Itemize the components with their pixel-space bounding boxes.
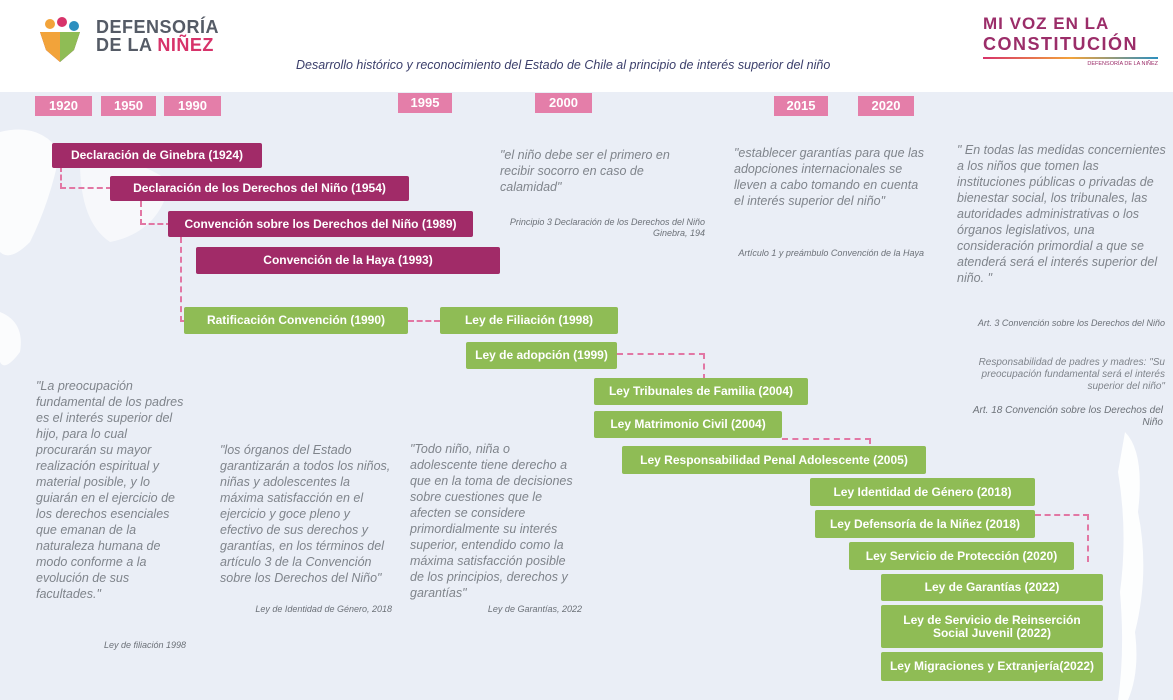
cite-filiacion: Ley de filiación 1998: [103, 640, 186, 650]
quote-haya: "establecer garantías para que las adopc…: [734, 146, 924, 208]
item-ley-defensoria-ninez: Ley Defensoría de la Niñez (2018): [815, 510, 1035, 538]
item-ley-garantias: Ley de Garantías (2022): [881, 574, 1103, 601]
year-2000: 2000: [535, 93, 592, 113]
cite-art3: Art. 3 Convención sobre los Derechos del…: [977, 318, 1165, 328]
year-1995: 1995: [398, 93, 452, 113]
item-ley-servicio-proteccion: Ley Servicio de Protección (2020): [849, 542, 1074, 570]
connector-4: [408, 320, 440, 322]
connector-1: [60, 166, 112, 189]
logo-line2b: NIÑEZ: [157, 35, 214, 55]
connector-5: [617, 353, 705, 380]
item-ley-identidad-genero: Ley Identidad de Género (2018): [810, 478, 1035, 506]
logo-line1: DEFENSORÍA: [96, 17, 220, 37]
year-2020: 2020: [858, 96, 914, 116]
item-ley-reinsercion-social: Ley de Servicio de Reinserción Social Ju…: [881, 605, 1103, 648]
defensoria-logo-text: DEFENSORÍA DE LA NIÑEZ: [96, 18, 219, 54]
item-declaracion-ginebra: Declaración de Ginebra (1924): [52, 143, 262, 168]
mi-voz-line2: CONSTITUCIÓN: [983, 34, 1138, 54]
mi-voz-line1: MI VOZ EN LA: [983, 14, 1110, 33]
item-ley-filiacion: Ley de Filiación (1998): [440, 307, 618, 334]
cite-identidad: Ley de Identidad de Género, 2018: [255, 604, 392, 614]
cite-haya: Artículo 1 y preámbulo Convención de la …: [738, 248, 924, 258]
quote-ginebra: "el niño debe ser el primero en recibir …: [500, 148, 670, 194]
item-ley-tribunales-familia: Ley Tribunales de Familia (2004): [594, 378, 808, 405]
item-ley-migraciones: Ley Migraciones y Extranjería(2022): [881, 652, 1103, 681]
quote-art3: " En todas las medidas concernientes a l…: [957, 143, 1166, 285]
mi-voz-underline: [983, 57, 1158, 59]
mi-voz-logo: MI VOZ EN LA CONSTITUCIÓN DEFENSORÍA DE …: [983, 14, 1158, 67]
defensoria-logo: [30, 14, 90, 64]
item-ratificacion-convencion: Ratificación Convención (1990): [184, 307, 408, 334]
item-declaracion-derechos-nino: Declaración de los Derechos del Niño (19…: [110, 176, 409, 201]
year-1920: 1920: [35, 96, 92, 116]
quote-garantias: "Todo niño, niña o adolescente tiene der…: [410, 442, 573, 600]
mi-voz-line3: DEFENSORÍA DE LA NIÑEZ: [1087, 61, 1158, 67]
item-ley-matrimonio-civil: Ley Matrimonio Civil (2004): [594, 411, 782, 438]
connector-7: [1035, 514, 1089, 562]
cite-ginebra: Principio 3 Declaración de los Derechos …: [509, 217, 705, 238]
item-convencion-derechos-nino: Convención sobre los Derechos del Niño (…: [168, 211, 473, 237]
logo-line2a: DE LA: [96, 35, 158, 55]
item-ley-responsabilidad-penal: Ley Responsabilidad Penal Adolescente (2…: [622, 446, 926, 474]
year-2015: 2015: [774, 96, 828, 116]
year-1950: 1950: [101, 96, 156, 116]
quote-filiacion: "La preocupación fundamental de los padr…: [36, 379, 184, 601]
quote-art18: Responsabilidad de padres y madres: "Su …: [978, 357, 1165, 392]
page-subtitle: Desarrollo histórico y reconocimiento de…: [296, 58, 831, 72]
connector-3: [180, 237, 187, 322]
quote-identidad: "los órganos del Estado garantizarán a t…: [220, 443, 391, 585]
year-1990: 1990: [164, 96, 221, 116]
cite-art18: Art. 18 Convención sobre los Derechos de…: [972, 405, 1163, 428]
item-ley-adopcion: Ley de adopción (1999): [466, 342, 617, 369]
connector-2: [140, 201, 172, 225]
item-convencion-haya: Convención de la Haya (1993): [196, 247, 500, 274]
cite-garantias: Ley de Garantías, 2022: [487, 604, 582, 614]
